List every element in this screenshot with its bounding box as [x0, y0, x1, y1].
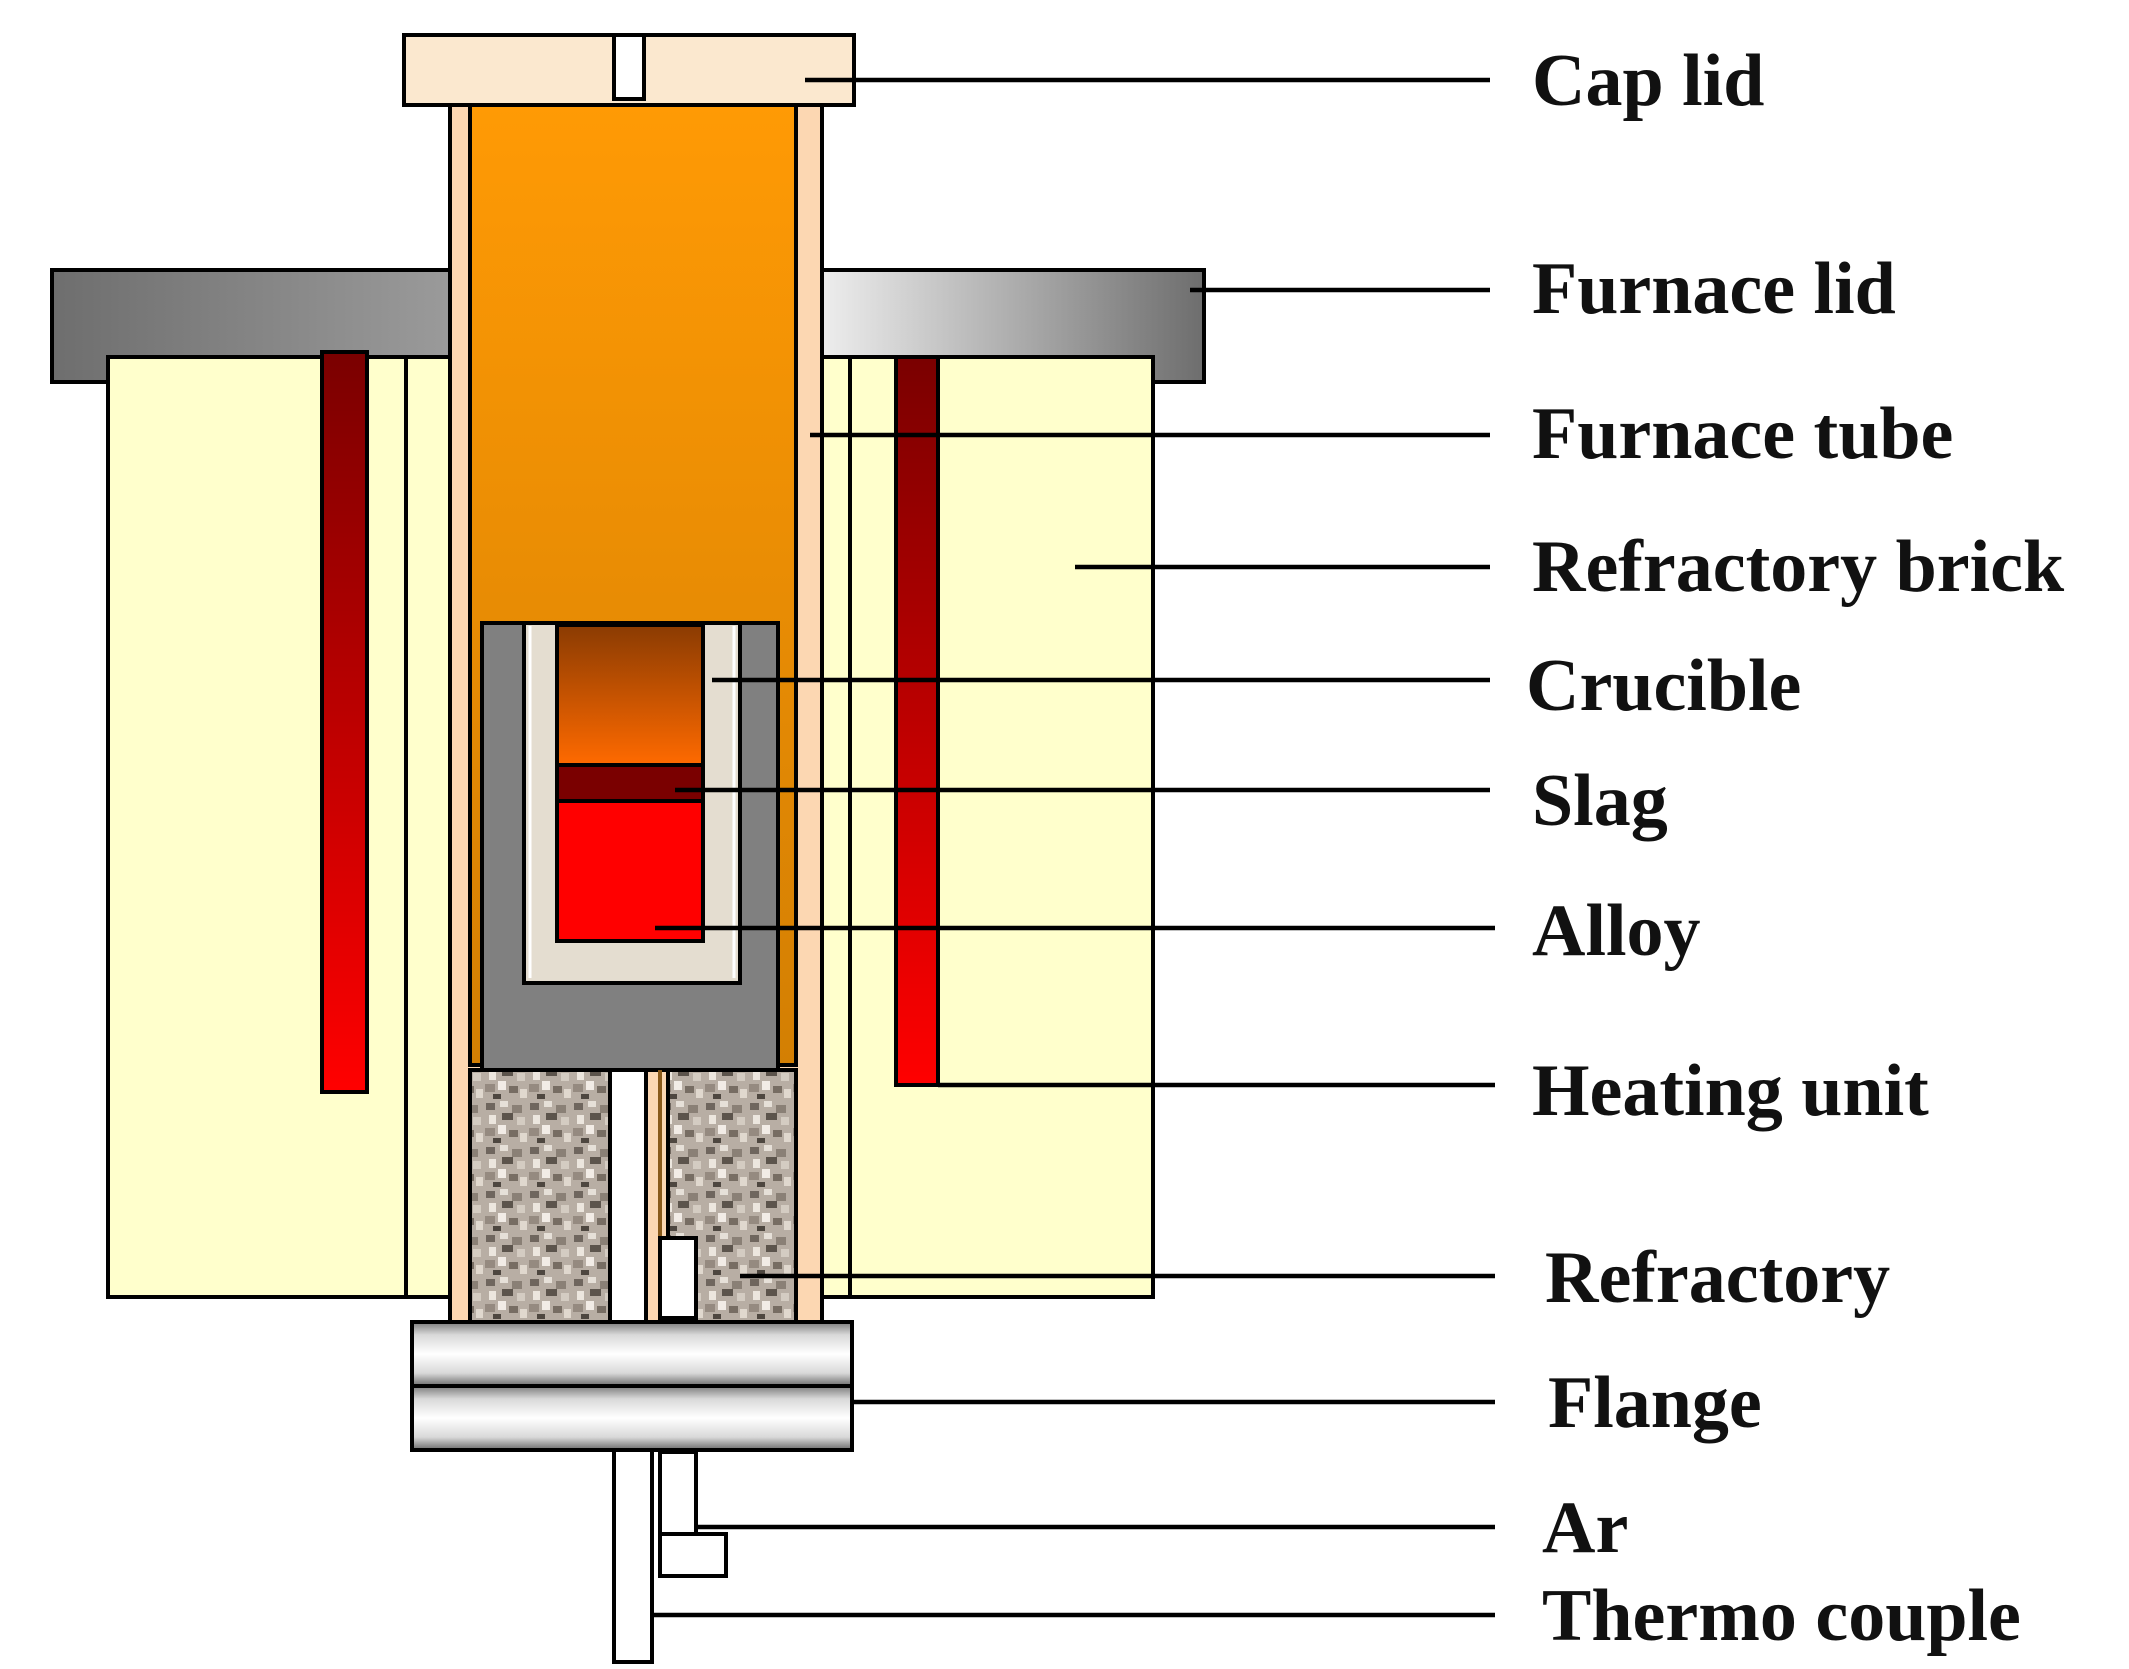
heating-unit-right: [894, 355, 940, 1087]
label-furnace-tube: Furnace tube: [1532, 393, 1953, 475]
flange-upper: [410, 1320, 854, 1388]
label-crucible: Crucible: [1526, 645, 1801, 727]
alloy: [555, 799, 705, 943]
heating-unit-left: [320, 350, 369, 1094]
label-refractory: Refractory: [1545, 1237, 1890, 1319]
ar-inlet-tube: [658, 1236, 698, 1320]
thermocouple-rod: [612, 1448, 654, 1664]
label-cap-lid: Cap lid: [1532, 40, 1764, 122]
label-slag: Slag: [1532, 760, 1668, 842]
leader-lines: [652, 77, 1495, 1618]
label-flange: Flange: [1548, 1362, 1762, 1444]
label-alloy: Alloy: [1532, 890, 1701, 972]
label-refractory-brick: Refractory brick: [1532, 526, 2065, 608]
cap-lid-port: [612, 33, 646, 101]
ar-pipe-elbow: [658, 1532, 728, 1578]
label-thermo-couple: Thermo couple: [1542, 1575, 2021, 1657]
flange-lower: [410, 1384, 854, 1452]
melt: [555, 623, 705, 767]
thermocouple-tube: [608, 1068, 648, 1327]
slag: [555, 763, 705, 803]
label-furnace-lid: Furnace lid: [1532, 248, 1896, 330]
label-heating-unit: Heating unit: [1532, 1050, 1929, 1132]
label-ar: Ar: [1542, 1487, 1628, 1569]
refractory-left: [468, 1068, 612, 1327]
ar-pipe: [658, 1450, 698, 1536]
